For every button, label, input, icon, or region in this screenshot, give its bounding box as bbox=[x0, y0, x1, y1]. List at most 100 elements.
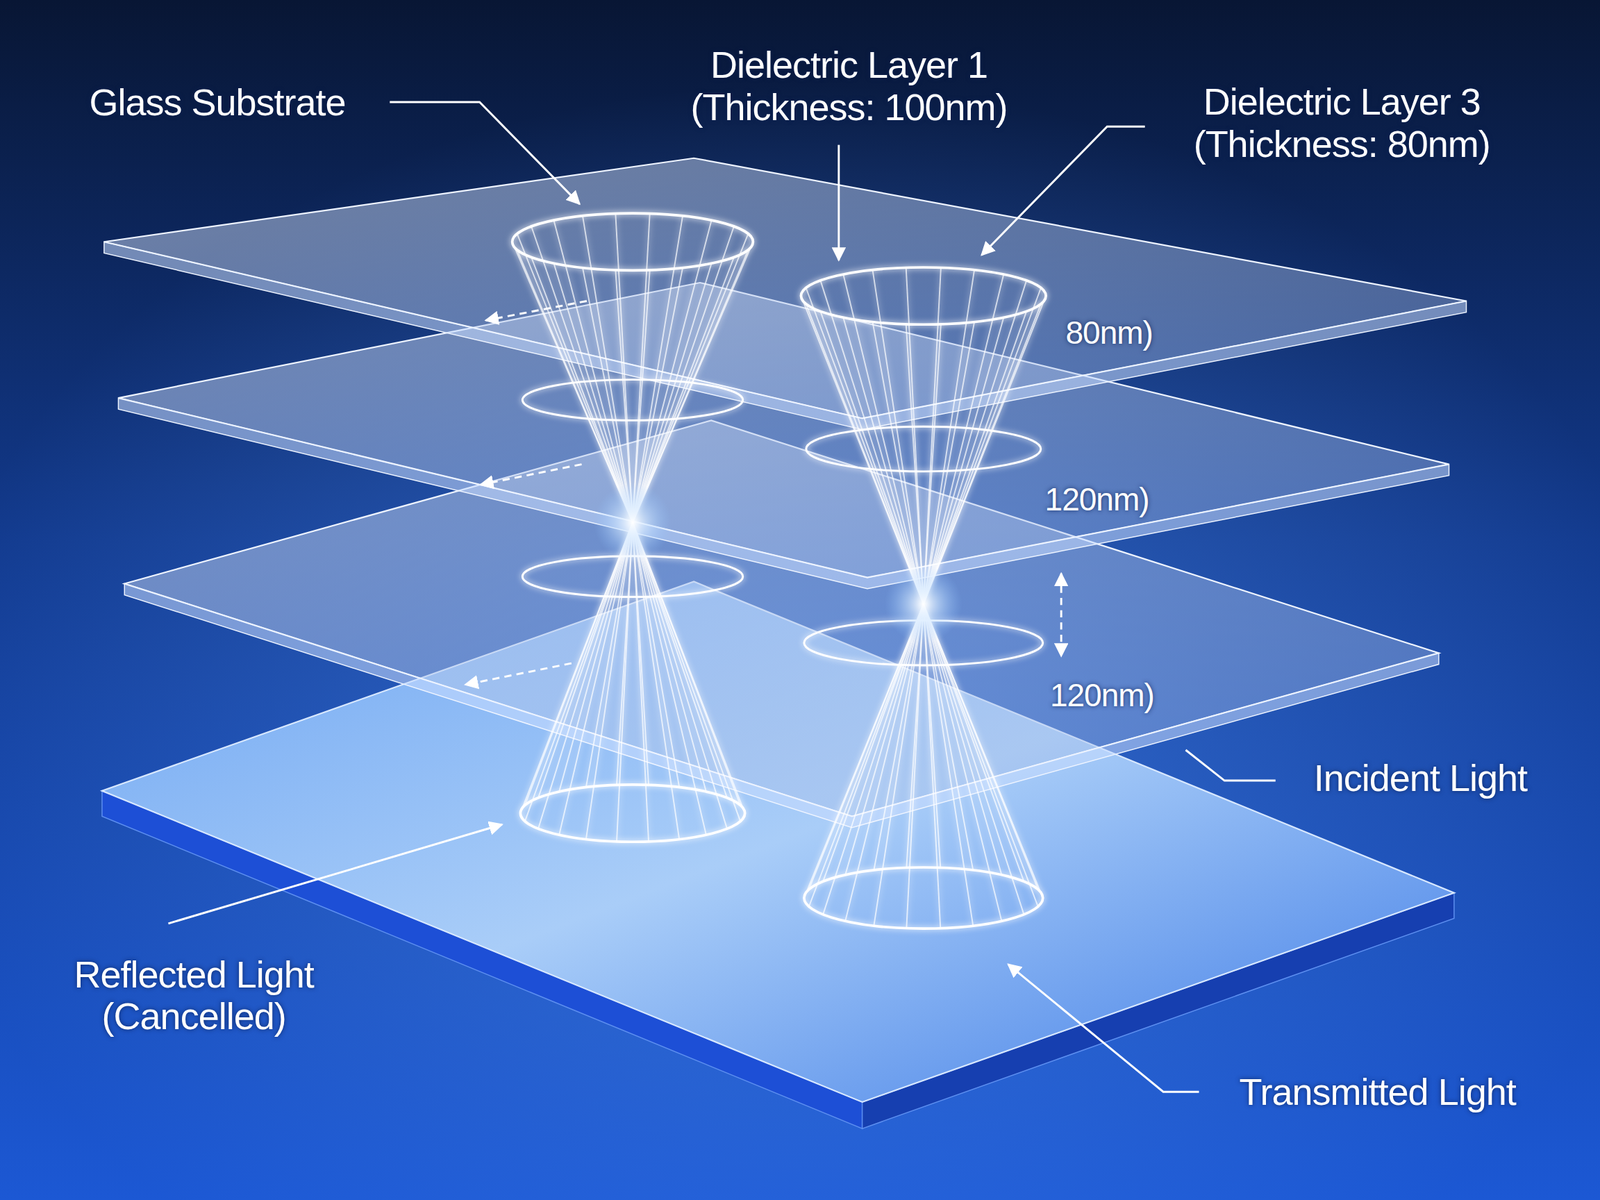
light-ray bbox=[923, 295, 1046, 605]
part-label: Transmitted Light bbox=[1239, 1070, 1516, 1113]
part-label: Reflected Light (Cancelled) bbox=[13, 952, 375, 1037]
light-ray bbox=[632, 241, 753, 523]
light-ray bbox=[632, 522, 707, 792]
light-ray bbox=[923, 604, 1044, 898]
light-ray bbox=[845, 604, 924, 875]
light-ray bbox=[559, 522, 633, 792]
light-ring bbox=[522, 556, 743, 598]
light-ray bbox=[512, 241, 633, 523]
light-ray bbox=[820, 311, 923, 605]
light-ray bbox=[923, 604, 1003, 875]
light-ray bbox=[632, 522, 741, 821]
light-ray bbox=[809, 604, 924, 907]
light-ring bbox=[512, 213, 754, 271]
light-ray bbox=[616, 522, 633, 785]
part-label: 80nm) bbox=[1065, 315, 1153, 353]
light-ray bbox=[531, 256, 633, 523]
light-ray bbox=[820, 280, 923, 605]
light-ray bbox=[632, 522, 741, 805]
light-ray bbox=[582, 215, 633, 523]
part-label: Incident Light bbox=[1313, 756, 1528, 798]
light-ray bbox=[615, 213, 633, 523]
light-ray bbox=[923, 274, 1004, 605]
dashed-arrow bbox=[480, 464, 582, 485]
light-ray bbox=[632, 256, 735, 523]
light-ray bbox=[845, 604, 924, 921]
light-ray bbox=[923, 267, 941, 604]
light-ray bbox=[632, 250, 748, 523]
leader-line bbox=[1008, 964, 1200, 1093]
light-ray bbox=[923, 311, 1027, 605]
light-ray bbox=[586, 522, 633, 839]
light-ray bbox=[525, 522, 633, 821]
light-ray bbox=[923, 604, 1039, 907]
light-ray bbox=[586, 522, 633, 787]
light-ray bbox=[632, 226, 735, 523]
light-ray bbox=[872, 270, 924, 605]
light-ray bbox=[923, 604, 1025, 882]
leader-lines bbox=[168, 102, 1275, 1092]
light-ring bbox=[520, 784, 745, 842]
focus-glow bbox=[884, 565, 963, 644]
light-ray bbox=[632, 220, 712, 523]
light-ray bbox=[632, 522, 746, 814]
light-ray bbox=[632, 234, 748, 523]
part-label: Dielectric Layer 3 (Thickness: 80nm) bbox=[1133, 80, 1550, 165]
reflection-arrows bbox=[465, 300, 1062, 685]
part-label: 120nm) bbox=[1045, 481, 1150, 519]
light-ray bbox=[531, 226, 633, 523]
part-label: Glass Substrate bbox=[88, 81, 346, 123]
light-ray bbox=[632, 522, 707, 835]
light-ray bbox=[822, 604, 924, 915]
light-ring bbox=[800, 267, 1046, 325]
light-ray bbox=[822, 604, 924, 882]
light-ray bbox=[632, 522, 728, 798]
part-label: Dielectric Layer 1 (Thickness: 100nm) bbox=[640, 43, 1058, 128]
light-ray bbox=[923, 604, 1039, 890]
light-ray bbox=[923, 280, 1027, 605]
light-ray bbox=[806, 288, 924, 605]
light-ray bbox=[923, 270, 975, 605]
leader-line bbox=[1185, 750, 1275, 781]
light-ray bbox=[923, 604, 1025, 915]
light-ray bbox=[923, 604, 973, 926]
light-ray bbox=[923, 288, 1041, 605]
light-ring bbox=[806, 426, 1041, 472]
leader-line bbox=[981, 126, 1146, 255]
light-ray bbox=[517, 234, 633, 523]
light-cones bbox=[512, 213, 1046, 929]
light-ring bbox=[522, 379, 743, 421]
light-ray bbox=[809, 604, 924, 890]
light-ray bbox=[873, 604, 923, 926]
light-ray bbox=[559, 522, 633, 835]
dashed-arrow bbox=[485, 300, 587, 321]
light-ray bbox=[873, 604, 923, 871]
light-ray bbox=[804, 604, 924, 898]
light-ray bbox=[520, 522, 633, 814]
light-ring bbox=[804, 867, 1044, 929]
leader-line bbox=[837, 145, 840, 261]
leader-line bbox=[168, 824, 502, 924]
light-ray bbox=[632, 522, 728, 829]
light-ray bbox=[906, 604, 923, 869]
light-ray bbox=[906, 267, 924, 604]
gap-dimension bbox=[1060, 573, 1063, 657]
light-ray bbox=[538, 522, 633, 798]
light-ray bbox=[632, 213, 650, 523]
light-ray bbox=[538, 522, 633, 829]
light-ray bbox=[525, 522, 633, 805]
dashed-arrow bbox=[465, 663, 572, 685]
dielectric-plate bbox=[104, 158, 1467, 430]
light-ray bbox=[632, 522, 680, 787]
light-ray bbox=[632, 522, 680, 839]
light-ray bbox=[923, 304, 1041, 605]
leader-line bbox=[389, 102, 580, 205]
light-ray bbox=[843, 274, 923, 605]
light-ray bbox=[923, 604, 973, 871]
focus-glow bbox=[593, 483, 672, 562]
light-ray bbox=[800, 295, 923, 605]
